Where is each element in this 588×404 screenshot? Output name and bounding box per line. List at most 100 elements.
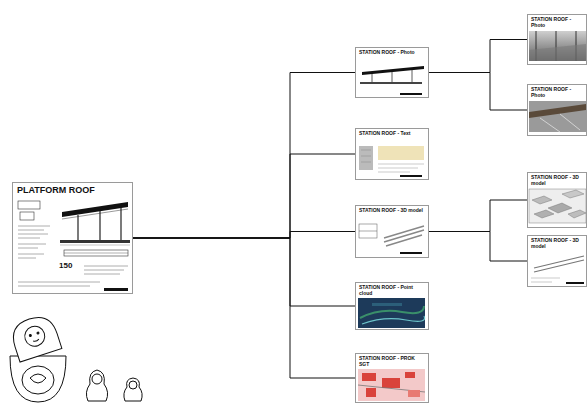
tree-connector xyxy=(429,40,527,73)
text-page-drawing-part xyxy=(359,146,373,170)
tree-connector xyxy=(133,154,355,238)
matryoshka-dolls-part-part xyxy=(37,332,40,335)
platform-roof-drawing-part-part xyxy=(18,258,36,259)
model-drawing-part-part xyxy=(386,235,422,246)
roof-photo-drawing xyxy=(360,66,424,95)
model-drawing-part xyxy=(400,252,422,254)
card-title: STATION ROOF - Photo xyxy=(528,85,586,99)
point-cloud-image-part xyxy=(362,316,425,324)
roof-photo-drawing-part-part xyxy=(412,70,413,82)
platform-roof-drawing-part xyxy=(18,201,40,209)
station-photo-part xyxy=(540,114,580,132)
tree-connector xyxy=(133,232,355,239)
card-ground-part xyxy=(355,205,428,258)
card-ground-part xyxy=(12,182,132,294)
roof-model-part xyxy=(566,282,584,284)
card-ground xyxy=(12,14,586,403)
map-image-part xyxy=(405,372,415,378)
platform-roof-drawing-part-part xyxy=(18,226,50,227)
text-page-drawing xyxy=(359,146,424,177)
point-cloud-image-part xyxy=(372,303,402,306)
point-cloud-image xyxy=(358,298,425,328)
roof-model-part-part xyxy=(531,278,560,279)
platform-roof-drawing-part-part xyxy=(84,274,120,275)
model-drawing xyxy=(359,224,424,254)
roof-photo-drawing-part xyxy=(362,66,424,75)
text-page-drawing-part xyxy=(400,175,422,177)
card-node: STATION ROOF - 3D model xyxy=(527,172,587,228)
matryoshka-dolls-part xyxy=(22,366,54,394)
model-drawing-part xyxy=(359,231,377,232)
city-model-part xyxy=(562,190,584,198)
city-model-part xyxy=(548,203,572,213)
text-page-drawing-part xyxy=(378,146,424,160)
platform-roof-drawing-part-part xyxy=(18,230,44,231)
matryoshka-dolls-part xyxy=(30,374,46,383)
platform-roof-drawing-part xyxy=(64,253,128,254)
platform-roof-drawing-part-part xyxy=(18,282,100,283)
matryoshka-dolls-part xyxy=(129,381,137,389)
station-photo-part xyxy=(529,104,586,118)
roof-photo-drawing-part-part xyxy=(392,72,393,82)
model-drawing-part xyxy=(384,226,424,246)
station-photo-part xyxy=(529,101,586,132)
platform-roof-drawing-part-part xyxy=(18,286,90,287)
card-node: STATION ROOF - Text xyxy=(355,128,429,180)
matryoshka-dolls-part-part xyxy=(22,324,47,349)
matryoshka-dolls-part-part xyxy=(29,334,32,337)
text-page-drawing-part xyxy=(361,150,371,162)
matryoshka-dolls-part-part xyxy=(33,339,39,342)
card-title: PLATFORM ROOF xyxy=(13,183,132,195)
card-ground-part xyxy=(355,282,428,330)
card-title: STATION ROOF - Text xyxy=(356,129,428,137)
station-photo-part xyxy=(529,31,586,61)
card-node: STATION ROOF - PROK SGT xyxy=(355,353,429,403)
platform-roof-drawing-part xyxy=(62,209,128,219)
card-ground-part xyxy=(527,84,586,136)
platform-roof-drawing-part xyxy=(77,215,78,240)
card-node: STATION ROOF - Point cloud xyxy=(355,282,429,330)
platform-roof-drawing-part-part xyxy=(84,266,128,267)
roof-model xyxy=(531,256,584,284)
card-title: STATION ROOF - 3D model xyxy=(528,236,586,250)
roof-model-part xyxy=(534,256,584,272)
text-page-drawing-part-part xyxy=(378,168,418,169)
matryoshka-dolls xyxy=(8,312,142,402)
card-title: STATION ROOF - Photo xyxy=(528,15,586,29)
card-ground-part xyxy=(355,353,428,403)
text-page-drawing-part-part xyxy=(378,172,410,173)
map-image-part xyxy=(366,388,376,397)
card-node: PLATFORM ROOF 150 xyxy=(12,182,133,294)
card-number: 150 xyxy=(59,262,72,271)
city-model-part xyxy=(534,210,554,218)
map-image xyxy=(358,369,425,401)
station-photo-part-part xyxy=(540,118,560,132)
text-page-drawing-part-part xyxy=(361,156,371,157)
platform-roof-drawing-part xyxy=(20,212,34,220)
map-image-part xyxy=(362,373,376,381)
card-node: STATION ROOF - 3D model xyxy=(527,235,587,287)
card-ground-part xyxy=(527,14,586,65)
model-drawing-part xyxy=(359,224,377,238)
card-title: STATION ROOF - Photo xyxy=(356,48,428,56)
matryoshka-dolls-part xyxy=(10,356,66,402)
card-node: STATION ROOF - Photo xyxy=(527,84,587,136)
platform-roof-drawing-part xyxy=(62,202,128,217)
roof-photo-drawing-part xyxy=(400,93,422,95)
platform-roof-drawing-part xyxy=(18,226,50,258)
card-ground-part xyxy=(355,128,428,180)
tree-connector xyxy=(133,73,355,239)
card-ground-part xyxy=(355,47,428,98)
platform-roof-drawing-part-part xyxy=(18,244,46,245)
matryoshka-dolls-part xyxy=(86,370,107,401)
platform-roof-drawing-part xyxy=(104,288,128,291)
text-page-drawing-part-part xyxy=(361,150,371,151)
tree-connector xyxy=(133,238,355,306)
roof-model-part-part xyxy=(534,260,584,272)
card-node: STATION ROOF - 3D model xyxy=(355,205,429,258)
platform-roof-drawing-part xyxy=(60,245,130,246)
tree-connector xyxy=(133,238,355,378)
